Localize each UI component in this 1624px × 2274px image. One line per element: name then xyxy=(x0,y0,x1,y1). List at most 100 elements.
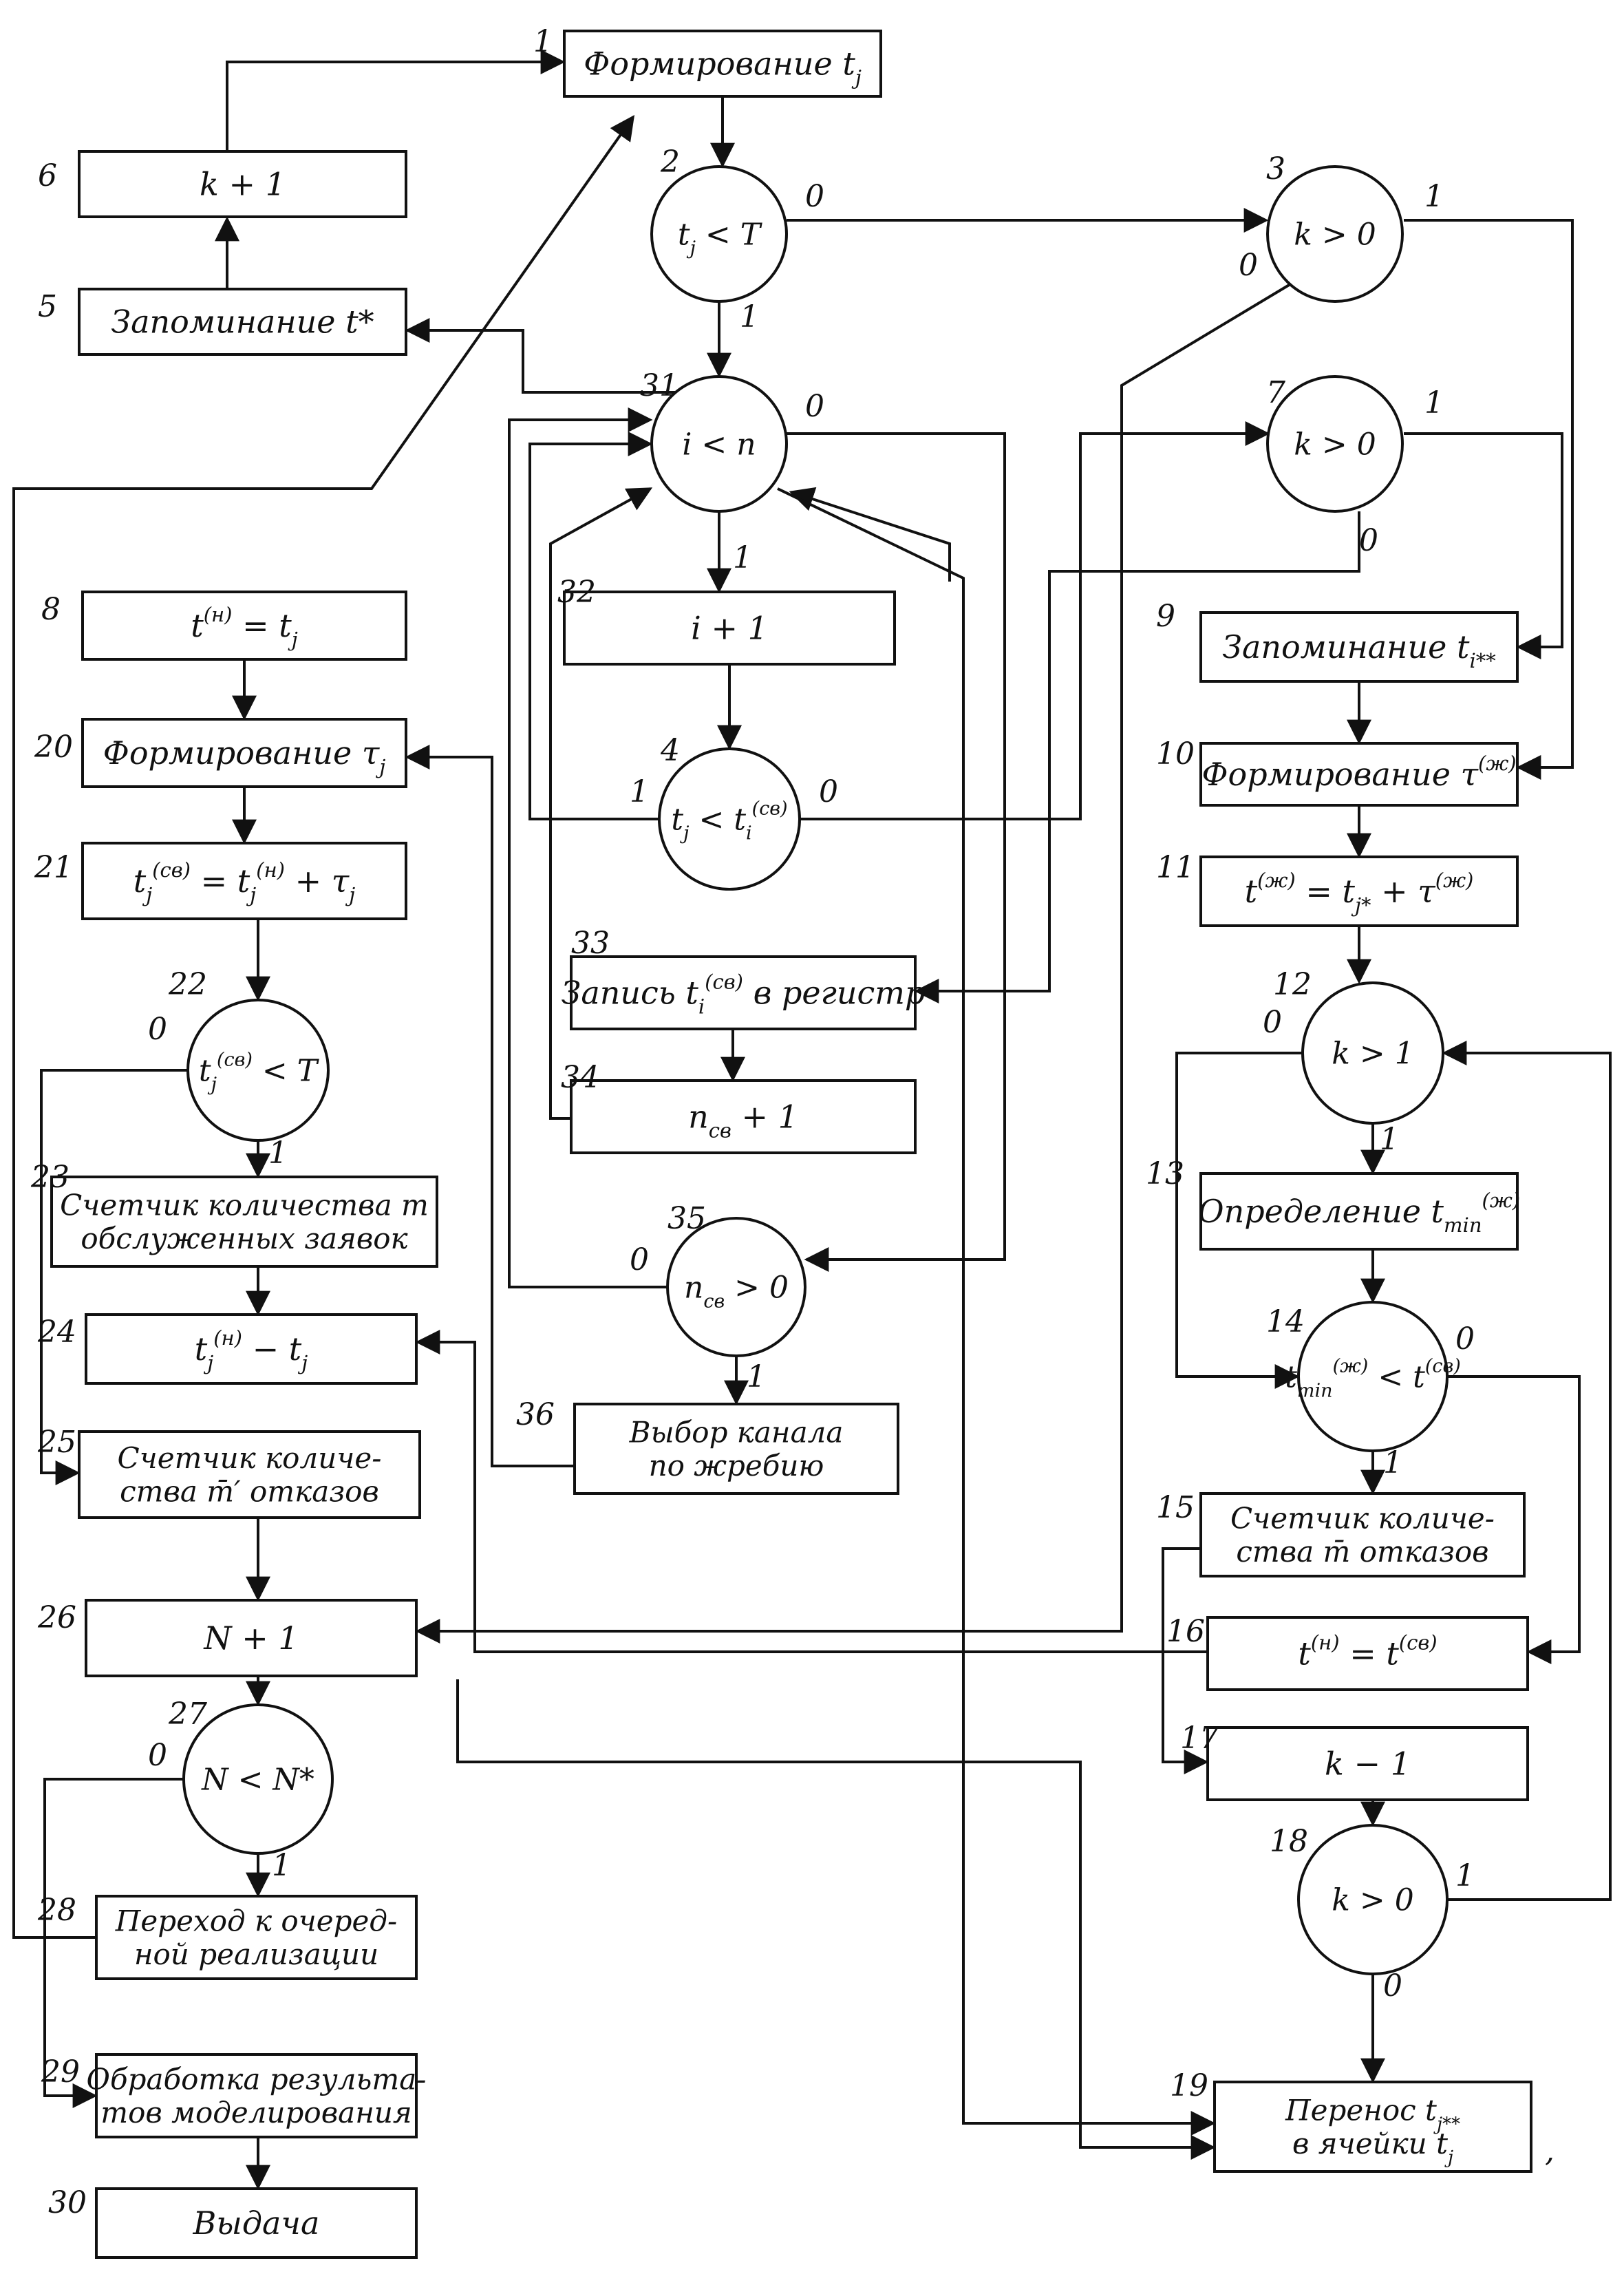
branch-label: 1 xyxy=(1380,1122,1399,1157)
block-text: nсв > 0 xyxy=(684,1270,789,1312)
branch-label: 0 xyxy=(1263,1005,1282,1040)
connector-arrow xyxy=(1404,432,1563,659)
connector-arrow xyxy=(456,1679,1216,2160)
block-number: 6 xyxy=(38,158,57,193)
connector-arrow xyxy=(1447,1375,1581,1664)
block-text: N + 1 xyxy=(203,1619,298,1657)
block-text: ства m̄′ отказов xyxy=(120,1474,379,1508)
process-block-32: i + 132 xyxy=(557,575,896,666)
branch-label: 1 xyxy=(268,1136,288,1171)
process-rect xyxy=(78,150,407,218)
trailing-comma: , xyxy=(1545,2134,1554,2169)
connector-arrow xyxy=(777,487,1216,2136)
block-text: tj < T xyxy=(678,217,763,259)
connector-arrow xyxy=(415,1330,1208,1653)
connector-arrow xyxy=(40,1069,188,1485)
block-number: 23 xyxy=(30,1160,70,1195)
process-block-8: t(н) = tj8 xyxy=(41,591,407,661)
block-text: k > 0 xyxy=(1332,1882,1414,1917)
decision-circle xyxy=(650,165,788,303)
process-rect xyxy=(570,955,917,1030)
block-number: 15 xyxy=(1156,1490,1195,1525)
branch-label: 1 xyxy=(740,299,759,334)
block-number: 17 xyxy=(1180,1721,1219,1756)
decision-circle xyxy=(1297,1301,1449,1452)
process-block-6: k + 1 6 xyxy=(38,150,407,218)
branch-label: 1 xyxy=(747,1359,766,1394)
process-rect xyxy=(81,718,407,788)
block-text: i + 1 xyxy=(691,610,768,647)
block-text: k + 1 xyxy=(200,166,286,203)
block-text: Счетчик количества m xyxy=(60,1189,429,1222)
process-block-26: N + 126 xyxy=(37,1599,418,1677)
block-text: Формирование τj xyxy=(103,734,386,778)
process-rect xyxy=(78,1430,421,1519)
block-text: обслуженных заявок xyxy=(81,1222,408,1255)
process-rect xyxy=(95,2187,418,2259)
connector-arrow xyxy=(914,511,1360,1003)
block-number: 12 xyxy=(1273,967,1312,1002)
block-number: 28 xyxy=(37,1893,76,1928)
block-number: 21 xyxy=(34,850,73,885)
block-text: k > 0 xyxy=(1294,217,1376,252)
block-number: 1 xyxy=(533,24,553,59)
process-rect xyxy=(1199,1492,1526,1577)
process-rect xyxy=(81,591,407,661)
connector-arrow xyxy=(787,432,1006,1272)
process-rect xyxy=(78,288,407,356)
decision-circle xyxy=(1266,165,1404,303)
block-text: Формирование tj xyxy=(584,45,862,89)
block-number: 19 xyxy=(1170,2068,1208,2103)
process-block-11: t(ж) = tj* + τ(ж) 11 xyxy=(1156,850,1519,927)
decision-node-2: tj < T 2 xyxy=(650,145,788,303)
branch-label: 0 xyxy=(805,179,824,214)
block-text: Запоминание t* xyxy=(111,304,374,341)
branch-label: 0 xyxy=(805,389,824,424)
block-number: 36 xyxy=(516,1397,555,1432)
decision-circle xyxy=(650,375,788,513)
block-number: 11 xyxy=(1156,850,1195,885)
process-block-34: nсв + 134 xyxy=(561,1060,917,1154)
decision-circle xyxy=(186,999,330,1142)
process-block-15: Счетчик количе-ства m̄ отказов 15 xyxy=(1156,1490,1526,1577)
block-text: Счетчик количе- xyxy=(1230,1502,1495,1536)
process-rect xyxy=(95,1895,418,1980)
connector-arrow xyxy=(1175,1052,1303,1389)
branch-label: 1 xyxy=(1424,385,1444,421)
block-number: 31 xyxy=(640,368,679,403)
block-text: Формирование τ(ж) xyxy=(1201,752,1516,793)
process-rect xyxy=(1199,1172,1519,1251)
connector-arrow xyxy=(12,115,635,1939)
block-number: 5 xyxy=(38,289,57,324)
block-number: 3 xyxy=(1266,151,1285,187)
process-block-21: tj(св) = tj(н) + τj 21 xyxy=(34,842,407,920)
branch-label: 1 xyxy=(733,540,752,575)
block-number: 30 xyxy=(48,2185,87,2220)
connector-arrow xyxy=(789,487,951,582)
block-text: t(ж) = tj* + τ(ж) xyxy=(1245,869,1474,917)
block-number: 10 xyxy=(1156,736,1195,772)
block-text: tj(св) = tj(н) + τj xyxy=(133,858,356,906)
block-text: k > 1 xyxy=(1332,1036,1414,1071)
process-block-13: Определение tmin(ж)13 xyxy=(1146,1156,1520,1251)
block-text: ства m̄ отказов xyxy=(1236,1535,1488,1569)
block-number: 2 xyxy=(660,145,680,180)
connector-arrow xyxy=(1404,219,1574,780)
block-text: t(н) = t(св) xyxy=(1298,1631,1437,1672)
connector-arrow xyxy=(415,281,1295,1644)
process-block-9: Запоминание ti**9 xyxy=(1156,599,1519,683)
process-rect xyxy=(85,1599,418,1677)
block-text: tmin(ж) < t(св) xyxy=(1285,1355,1461,1401)
block-number: 14 xyxy=(1266,1304,1305,1339)
block-number: 25 xyxy=(37,1425,76,1460)
decision-node-31: i < n31 xyxy=(640,368,788,513)
branch-label: 0 xyxy=(819,774,838,809)
decision-circle xyxy=(1297,1824,1449,1975)
block-number: 9 xyxy=(1156,599,1175,634)
